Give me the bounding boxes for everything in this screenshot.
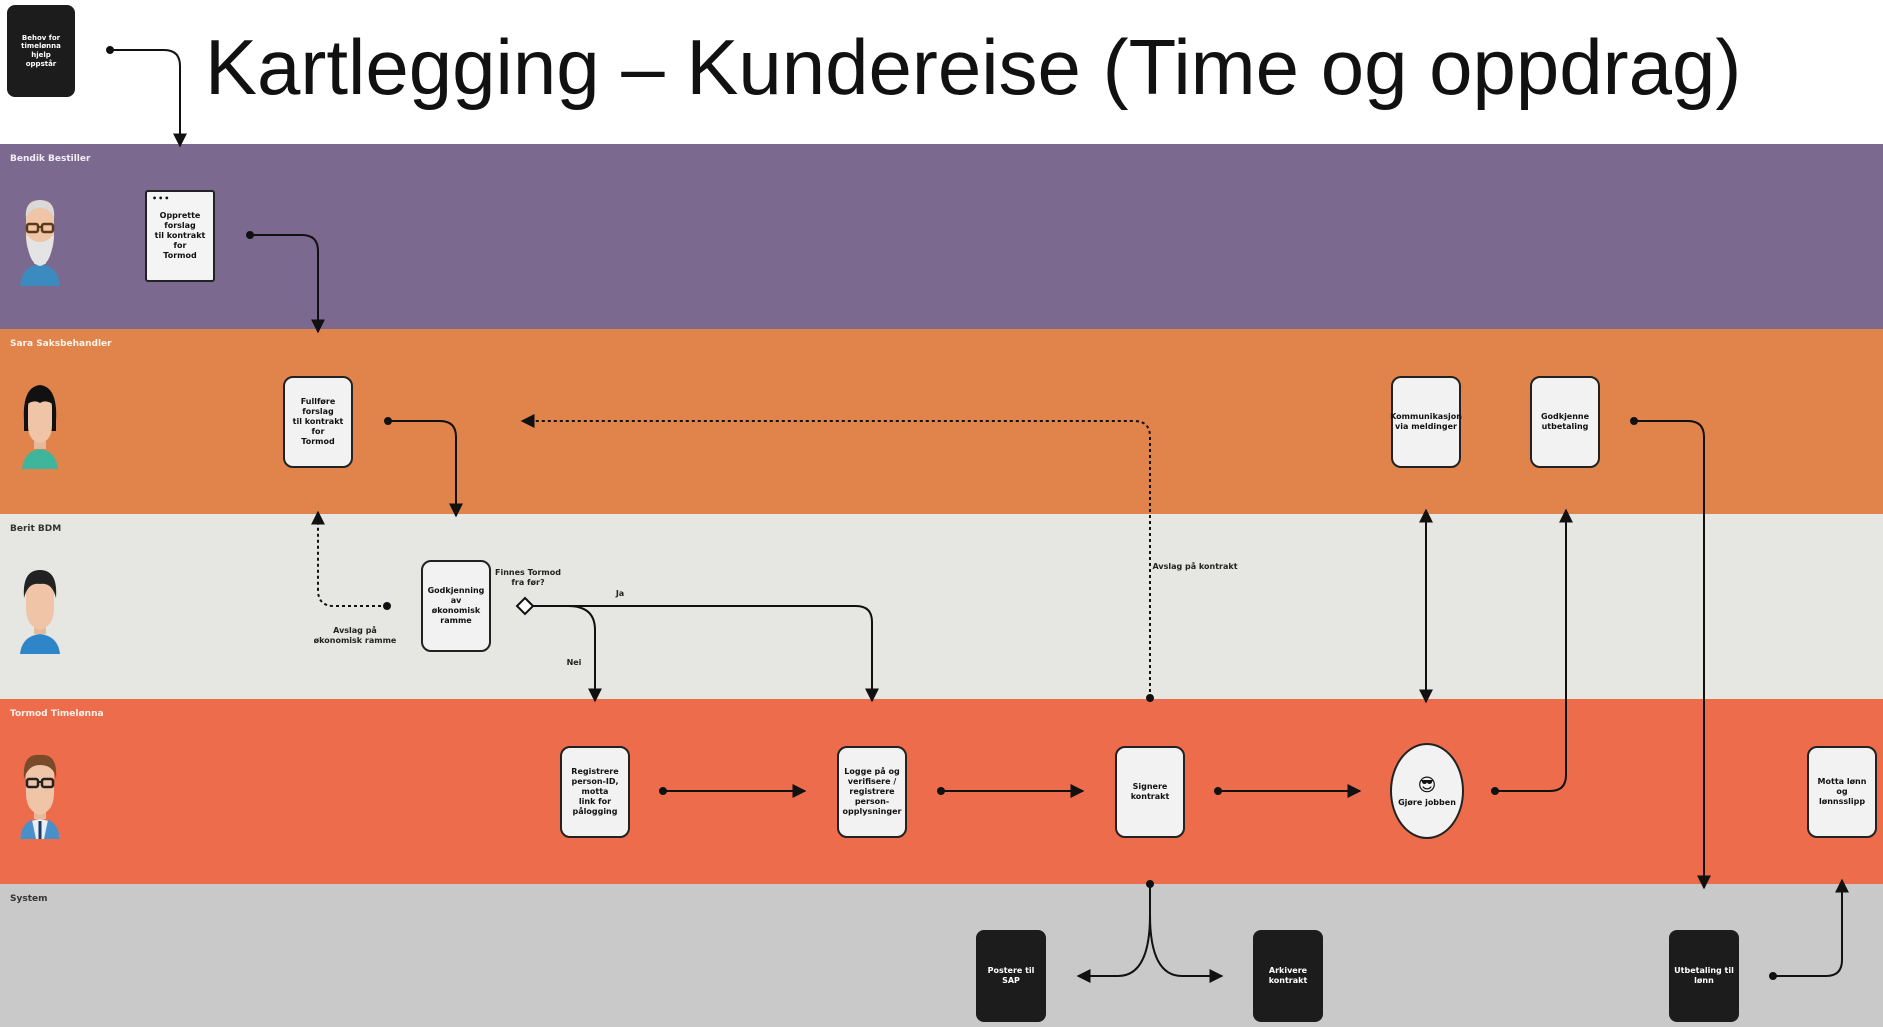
page-title: Kartlegging – Kundereise (Time og oppdra…: [205, 23, 1742, 111]
opprette-forslag-label: Opprette forslag til kontrakt for Tormod: [154, 211, 206, 260]
gjore-jobben-node[interactable]: 😎 Gjøre jobben: [1390, 743, 1464, 839]
kommunikasjon-node[interactable]: Kommunikasjon via meldinger: [1390, 376, 1462, 468]
lane-label: Berit BDM: [10, 524, 62, 534]
lane-label: System: [10, 894, 48, 904]
lane-label: Bendik Bestiller: [10, 154, 91, 164]
ja-label: Ja: [615, 589, 625, 598]
lane-system: System: [0, 884, 1883, 1027]
avslag-ramme-label: Avslag på økonomisk ramme: [313, 626, 397, 645]
logge-pa-node[interactable]: Logge på og verifisere / registrere pers…: [837, 746, 907, 838]
avslag-kontrakt-label: Avslag på kontrakt: [1152, 562, 1238, 571]
elderly-man-avatar-icon: [20, 200, 60, 286]
opprette-forslag-node[interactable]: ••• Opprette forslag til kontrakt for To…: [145, 190, 215, 282]
arkivere-kontrakt-node[interactable]: Arkivere kontrakt: [1253, 930, 1323, 1022]
motta-lonn-node[interactable]: Motta lønn og lønnsslipp: [1807, 746, 1877, 838]
lane-berit: Berit BDM: [0, 514, 1883, 699]
decision-question-label: Finnes Tormod fra før?: [495, 568, 561, 587]
decision-diamond-icon: [515, 596, 535, 616]
lane-label: Tormod Timelønna: [10, 709, 104, 719]
gjore-jobben-label: Gjøre jobben: [1398, 797, 1456, 807]
window-dots-icon: •••: [152, 194, 171, 203]
signere-kontrakt-node[interactable]: Signere kontrakt: [1115, 746, 1185, 838]
postere-sap-node[interactable]: Postere til SAP: [976, 930, 1046, 1022]
woman-avatar-icon: [22, 385, 58, 469]
godkjenning-ramme-node[interactable]: Godkjenning av økonomisk ramme: [421, 560, 491, 652]
start-node[interactable]: Behov for timelønna hjelp oppstår: [7, 5, 75, 97]
utbetaling-lonn-node[interactable]: Utbetaling til lønn: [1669, 930, 1739, 1022]
sunglasses-emoji-icon: 😎: [1417, 775, 1437, 797]
person-avatar-icon: [20, 570, 60, 654]
man-with-glasses-avatar-icon: [20, 754, 60, 839]
registrere-node[interactable]: Registrere person-ID, motta link for pål…: [560, 746, 630, 838]
godkjenne-utbetaling-node[interactable]: Godkjenne utbetaling: [1530, 376, 1600, 468]
fullfore-forslag-node[interactable]: Fullføre forslag til kontrakt for Tormod: [283, 376, 353, 468]
lane-label: Sara Saksbehandler: [10, 339, 112, 349]
nei-label: Nei: [566, 658, 582, 667]
lane-bendik: Bendik Bestiller: [0, 144, 1883, 329]
